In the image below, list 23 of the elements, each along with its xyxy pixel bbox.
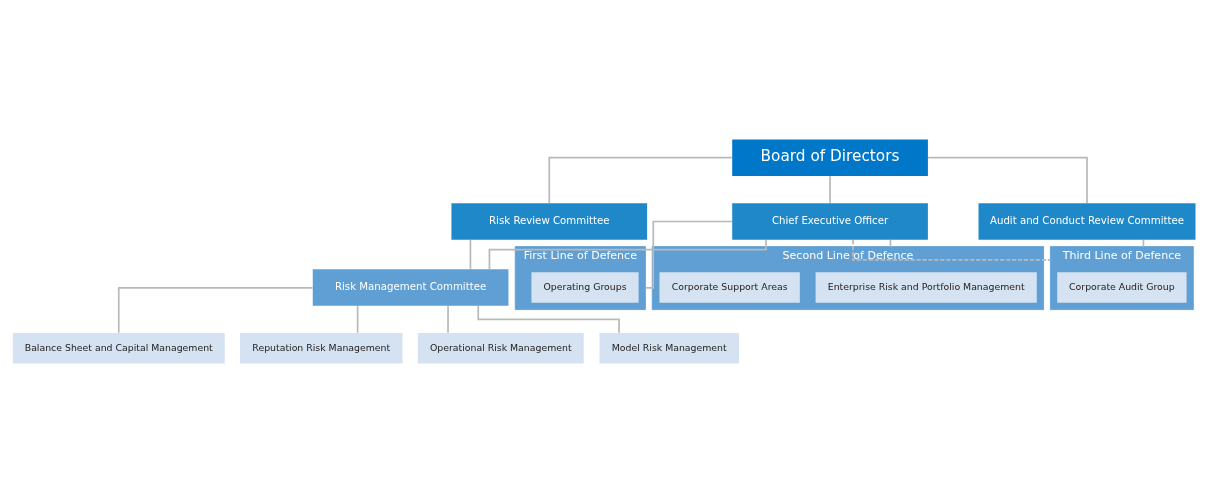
node-box: Board of Directors [732, 138, 928, 176]
node-box: Corporate Audit Group [1057, 271, 1187, 303]
connector [117, 286, 314, 334]
node-box: Audit and Conduct Review Committee [978, 202, 1196, 240]
connector [488, 238, 767, 270]
connector [469, 238, 472, 270]
node-box: Model Risk Management [599, 332, 739, 364]
node-box: Chief Executive Officer [732, 202, 928, 240]
node-box: Operating Groups [531, 271, 639, 303]
node-box: Corporate Support Areas [659, 271, 800, 303]
node-box: Enterprise Risk and Portfolio Management [815, 271, 1037, 303]
node-box: Risk Management Committee [312, 268, 509, 306]
connector [927, 156, 1088, 204]
connector [829, 174, 831, 204]
node-box: Reputation Risk Management [240, 332, 403, 364]
connector [477, 304, 620, 334]
node-box: Risk Review Committee [451, 202, 648, 240]
connector [548, 156, 733, 204]
connector [356, 304, 359, 334]
connector [447, 304, 449, 334]
connector [644, 220, 733, 289]
node-box: Operational Risk Management [417, 332, 584, 364]
node-box: Balance Sheet and Capital Management [12, 332, 225, 364]
